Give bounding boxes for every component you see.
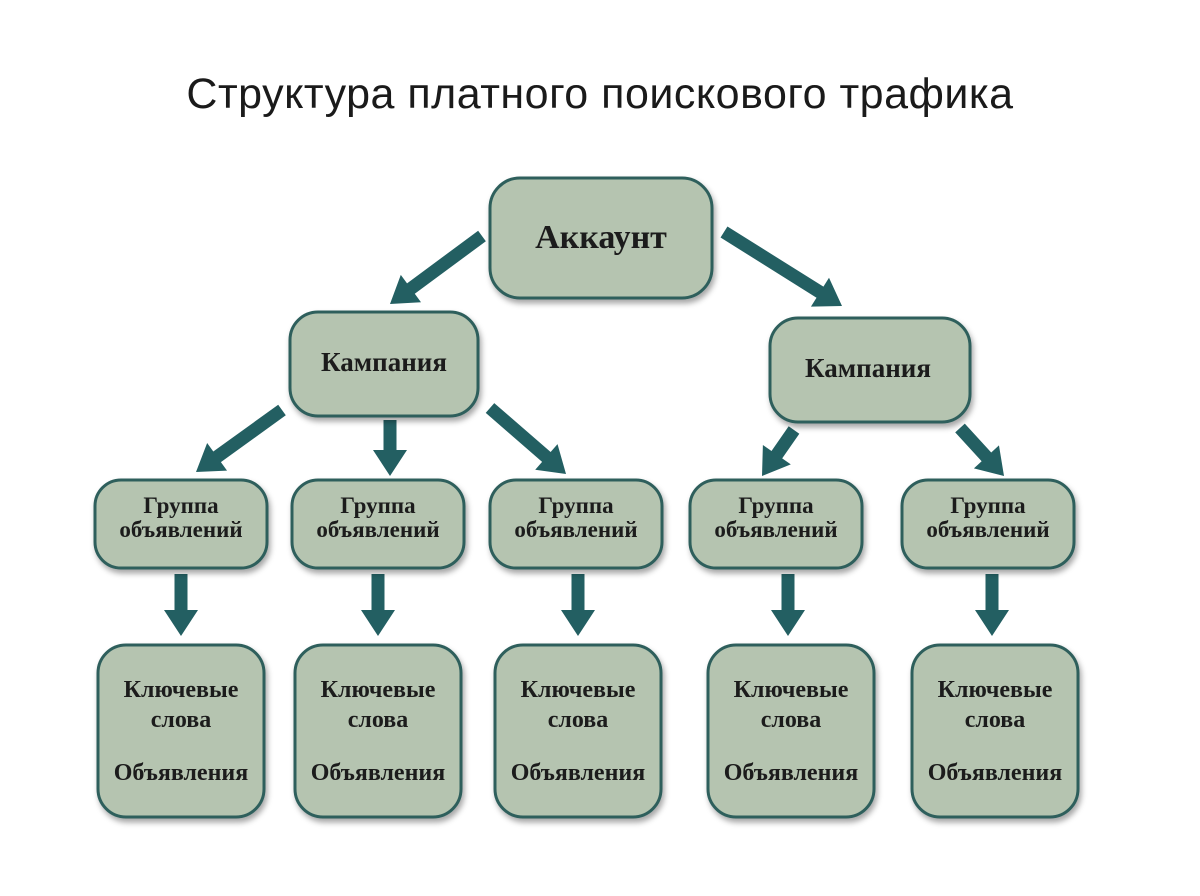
ad-group-node: Группа объявлений	[488, 478, 664, 570]
ad-group-label-line1: Группа	[738, 493, 814, 518]
keywords-label-line2: слова	[151, 707, 211, 733]
campaign-node: Кампания	[768, 316, 972, 424]
ad-group-label-line1: Группа	[950, 493, 1026, 518]
keywords-label-line1: Ключевые	[938, 677, 1053, 703]
account-label: Аккаунт	[535, 219, 667, 256]
ad-group-node: Группа объявлений	[290, 478, 466, 570]
arrow	[196, 404, 286, 472]
arrow	[561, 574, 595, 636]
ad-group-label-line2: объявлений	[926, 517, 1049, 542]
keywords-label-line1: Ключевые	[321, 677, 436, 703]
keywords-ads-node: Ключевые слова Объявления	[910, 643, 1080, 819]
arrow	[373, 420, 407, 476]
arrow	[164, 574, 198, 636]
ad-group-label-line1: Группа	[340, 493, 416, 518]
ad-group-label-line1: Группа	[143, 493, 219, 518]
keywords-label-line1: Ключевые	[124, 677, 239, 703]
keywords-label-line1: Ключевые	[734, 677, 849, 703]
arrow	[720, 226, 842, 307]
keywords-ads-node: Ключевые слова Объявления	[493, 643, 663, 819]
arrow	[390, 230, 486, 304]
ad-group-node: Группа объявлений	[900, 478, 1076, 570]
keywords-ads-node: Ключевые слова Объявления	[293, 643, 463, 819]
keywords-label-line1: Ключевые	[521, 677, 636, 703]
keywords-label-line2: слова	[548, 707, 608, 733]
arrow	[955, 423, 1004, 476]
campaign-node: Кампания	[288, 310, 480, 418]
keywords-ads-node: Ключевые слова Объявления	[96, 643, 266, 819]
keywords-ads-node: Ключевые слова Объявления	[706, 643, 876, 819]
arrow	[771, 574, 805, 636]
ads-label: Объявления	[724, 760, 858, 786]
campaign-label: Кампания	[321, 347, 447, 377]
arrow	[975, 574, 1009, 636]
keywords-label-line2: слова	[761, 707, 821, 733]
ads-label: Объявления	[928, 760, 1062, 786]
arrows	[164, 226, 1009, 636]
account-node: Аккаунт	[488, 176, 714, 300]
page-title: Структура платного поискового трафика	[186, 70, 1014, 118]
ad-group-label-line1: Группа	[538, 493, 614, 518]
ads-label: Объявления	[114, 760, 248, 786]
keywords-label-line2: слова	[348, 707, 408, 733]
ads-label: Объявления	[511, 760, 645, 786]
ad-group-label-line2: объявлений	[316, 517, 439, 542]
campaign-label: Кампания	[805, 353, 931, 383]
ad-group-node: Группа объявлений	[93, 478, 269, 570]
ad-group-label-line2: объявлений	[119, 517, 242, 542]
keywords-label-line2: слова	[965, 707, 1025, 733]
ad-group-label-line2: объявлений	[514, 517, 637, 542]
ad-group-node: Группа объявлений	[688, 478, 864, 570]
arrow	[361, 574, 395, 636]
arrow	[762, 426, 800, 476]
ad-group-label-line2: объявлений	[714, 517, 837, 542]
ads-label: Объявления	[311, 760, 445, 786]
arrow	[485, 403, 566, 474]
